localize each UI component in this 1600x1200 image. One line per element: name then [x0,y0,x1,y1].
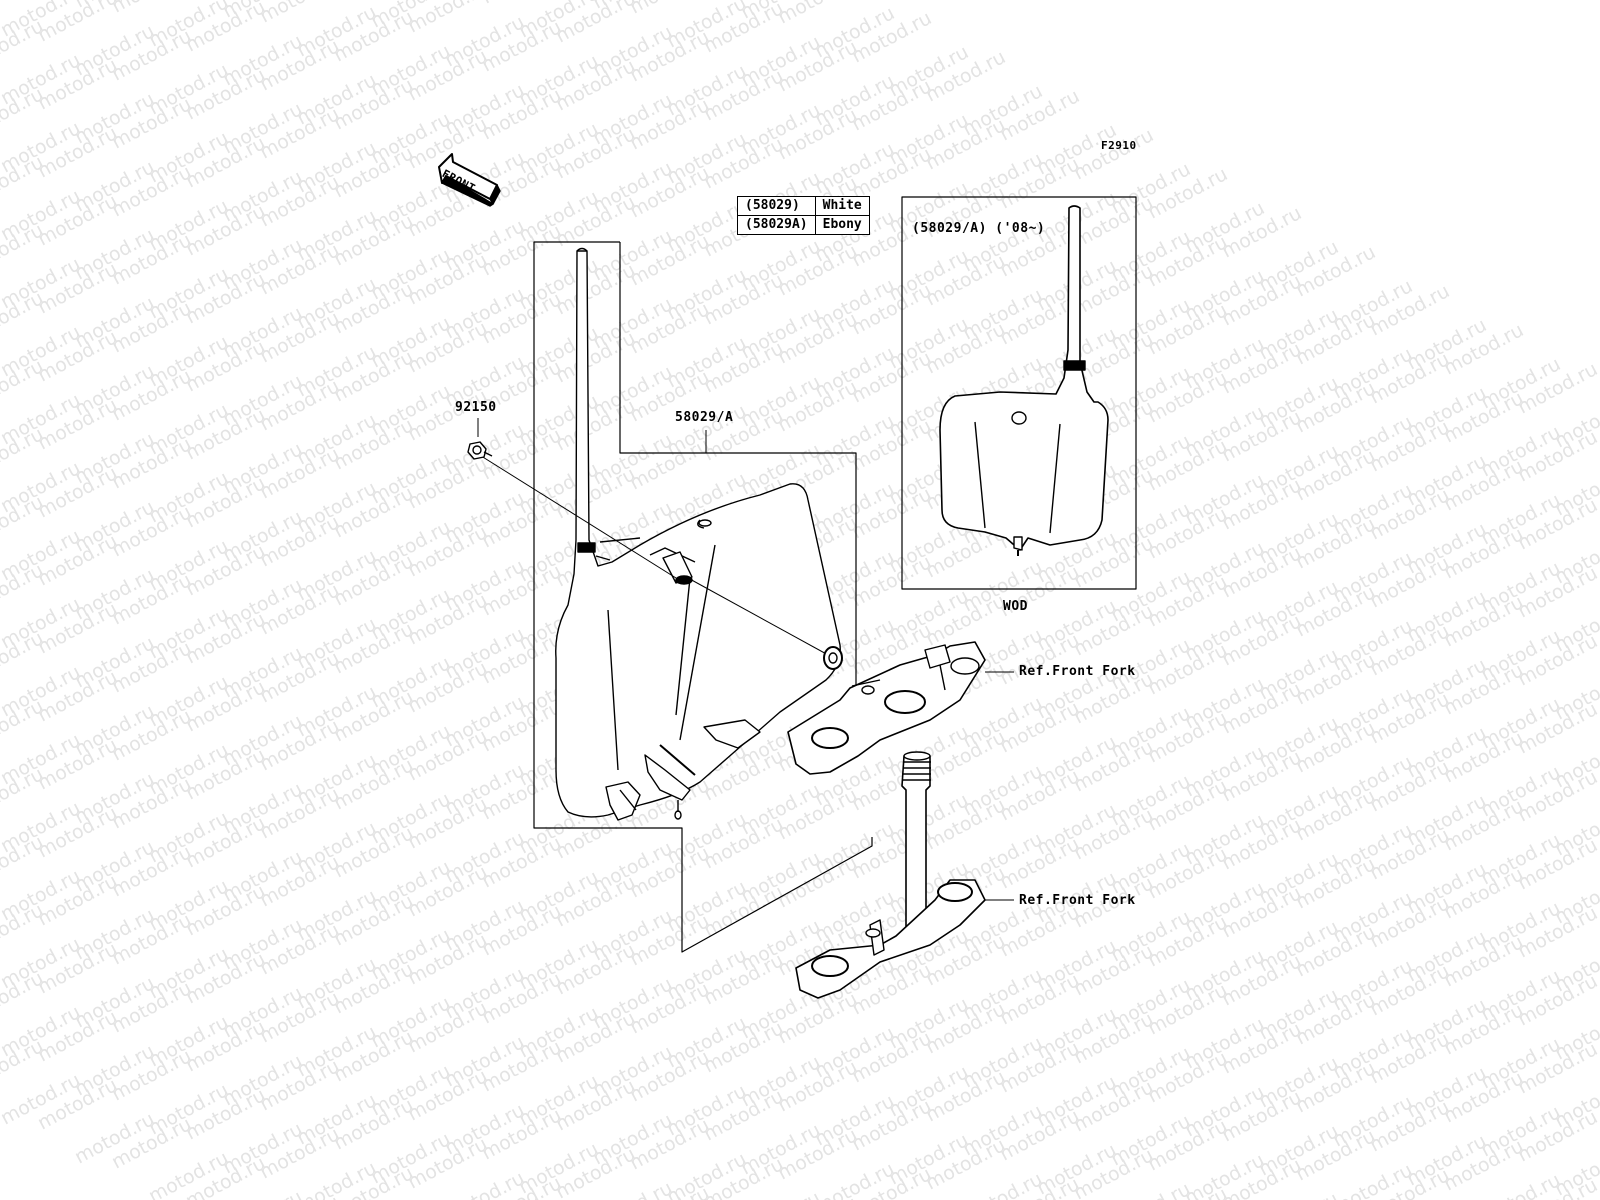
upper-clamp [787,641,986,775]
color-code: (58029) [737,196,816,216]
inset-title: (58029/A) ('08~) [912,221,1046,236]
front-arrow-icon [438,153,501,207]
part-label-bolt: 92150 [455,400,497,415]
lower-clamp [795,879,986,999]
assembly-frame-inner [619,242,857,690]
color-table: (58029) White (58029A) Ebony [737,196,870,235]
color-name: Ebony [814,215,870,235]
assembly-frame [533,241,873,953]
figure-code: F2910 [1101,139,1137,152]
color-code: (58029A) [737,215,816,235]
color-name: White [814,196,870,216]
color-row: (58029) White [737,196,870,216]
washer-icon [823,646,843,670]
ref-label-upper-clamp: Ref.Front Fork [1019,664,1136,679]
bolt-leader [477,453,677,579]
inset-frame [901,196,1137,590]
ref-label-lower-clamp: Ref.Front Fork [1019,893,1136,908]
color-row: (58029A) Ebony [737,215,870,235]
number-plate [555,247,841,821]
inset-caption: WOD [1003,599,1028,614]
inset-plate [939,205,1109,556]
washer-leader [687,577,831,657]
part-label-number-plate: 58029/A [675,410,734,425]
bolt-icon [467,441,493,460]
